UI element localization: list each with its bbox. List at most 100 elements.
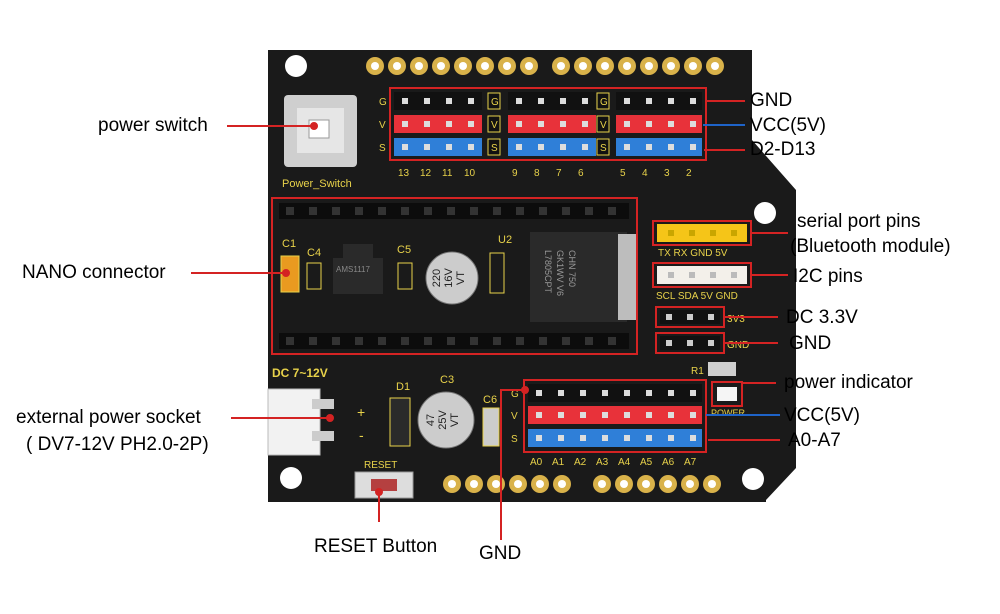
label-bluetooth-module: (Bluetooth module) xyxy=(790,236,951,257)
header-pin xyxy=(708,314,714,320)
nano-hole xyxy=(447,337,455,345)
pin xyxy=(536,412,542,418)
capacitor-c5 xyxy=(397,262,413,290)
pin xyxy=(560,98,566,104)
pin xyxy=(468,98,474,104)
pin xyxy=(624,98,630,104)
pin xyxy=(690,435,696,441)
row-letter-box xyxy=(487,92,501,110)
digital-row-g[interactable] xyxy=(508,92,596,110)
reset-button-cap[interactable] xyxy=(371,479,397,491)
top-pad-hole xyxy=(371,62,379,70)
l7805-heatsink-tab xyxy=(618,234,636,320)
pin xyxy=(536,390,542,396)
i2c-header[interactable] xyxy=(657,266,747,284)
gnd-silk: GND xyxy=(727,340,749,351)
top-pad-hole xyxy=(667,62,675,70)
analog-row-g[interactable] xyxy=(528,384,702,402)
pin xyxy=(558,412,564,418)
digital-row-s[interactable] xyxy=(508,138,596,156)
digital-row-v[interactable] xyxy=(616,115,702,133)
pin xyxy=(602,435,608,441)
digital-row-v[interactable] xyxy=(508,115,596,133)
nano-hole xyxy=(470,207,478,215)
power-silk: POWER xyxy=(711,408,746,418)
header-pin xyxy=(731,230,737,236)
external-power-socket[interactable] xyxy=(267,388,321,456)
pin xyxy=(580,435,586,441)
pin xyxy=(624,435,630,441)
l7805-regulator xyxy=(530,232,627,322)
nano-header-holes xyxy=(286,207,616,345)
nano-hole xyxy=(539,207,547,215)
row-letter: G xyxy=(511,389,519,400)
top-gold-pads xyxy=(366,57,724,75)
power-led xyxy=(717,387,737,401)
row-letter-box xyxy=(487,138,501,156)
digital-pin-number: 10 xyxy=(464,168,476,179)
row-letter: V xyxy=(379,120,386,131)
label-nano-connector: NANO connector xyxy=(22,262,166,283)
top-pad-hole xyxy=(525,62,533,70)
digital-row-g[interactable] xyxy=(616,92,702,110)
analog-row-s[interactable] xyxy=(528,429,702,447)
digital-header xyxy=(389,87,707,161)
pin xyxy=(402,98,408,104)
header-pin xyxy=(666,314,672,320)
nano-hole xyxy=(309,207,317,215)
row-letter: G xyxy=(600,97,608,108)
i2c-silk: SCL SDA 5V GND xyxy=(656,291,738,302)
pin xyxy=(668,412,674,418)
pin xyxy=(402,121,408,127)
digital-row-g[interactable] xyxy=(394,92,482,110)
digital-row-s[interactable] xyxy=(616,138,702,156)
nano-hole xyxy=(516,337,524,345)
label-external-power-socket: external power socket xyxy=(16,407,201,428)
nano-hole xyxy=(608,207,616,215)
bottom-pad-hole xyxy=(642,480,650,488)
nano-hole xyxy=(470,337,478,345)
nano-hole xyxy=(539,337,547,345)
top-pad-hole xyxy=(557,62,565,70)
digital-pin-number: 5 xyxy=(620,168,626,179)
nano-hole xyxy=(332,337,340,345)
pin xyxy=(690,144,696,150)
ams1117-tab xyxy=(343,244,373,258)
pin xyxy=(446,98,452,104)
row-letter-box xyxy=(596,92,610,110)
capacitor-47uf-marking: 4725VVT xyxy=(425,410,461,430)
ams1117-regulator xyxy=(333,258,383,294)
digital-pin-number: 12 xyxy=(420,168,432,179)
row-letter-box xyxy=(596,138,610,156)
digital-pin-number: 7 xyxy=(556,168,562,179)
digital-row-s[interactable] xyxy=(394,138,482,156)
analog-row-v[interactable] xyxy=(528,406,702,424)
leader-lines xyxy=(191,100,788,540)
digital-row-v[interactable] xyxy=(394,115,482,133)
pin xyxy=(646,412,652,418)
row-letter: S xyxy=(511,434,518,445)
serial-port-header[interactable] xyxy=(657,224,747,242)
socket-pin-2 xyxy=(312,431,334,441)
nano-hole xyxy=(286,207,294,215)
capacitor-220uf xyxy=(425,251,479,305)
digital-pin-number: 3 xyxy=(664,168,670,179)
nano-hole xyxy=(355,207,363,215)
serial-silk: TX RX GND 5V xyxy=(658,248,728,259)
nano-hole xyxy=(378,337,386,345)
analog-row-letters: GVS xyxy=(511,389,519,445)
top-pad-hole xyxy=(601,62,609,70)
nano-hole xyxy=(585,207,593,215)
label-gnd-top: GND xyxy=(750,90,793,111)
pin xyxy=(602,390,608,396)
silk-box-u2 xyxy=(489,252,505,294)
row-letter: V xyxy=(491,120,498,131)
c1-silk: C1 xyxy=(282,238,296,250)
header-pin xyxy=(689,230,695,236)
pin xyxy=(690,98,696,104)
top-pad-hole xyxy=(689,62,697,70)
label-vcc-top: VCC(5V) xyxy=(750,115,827,136)
